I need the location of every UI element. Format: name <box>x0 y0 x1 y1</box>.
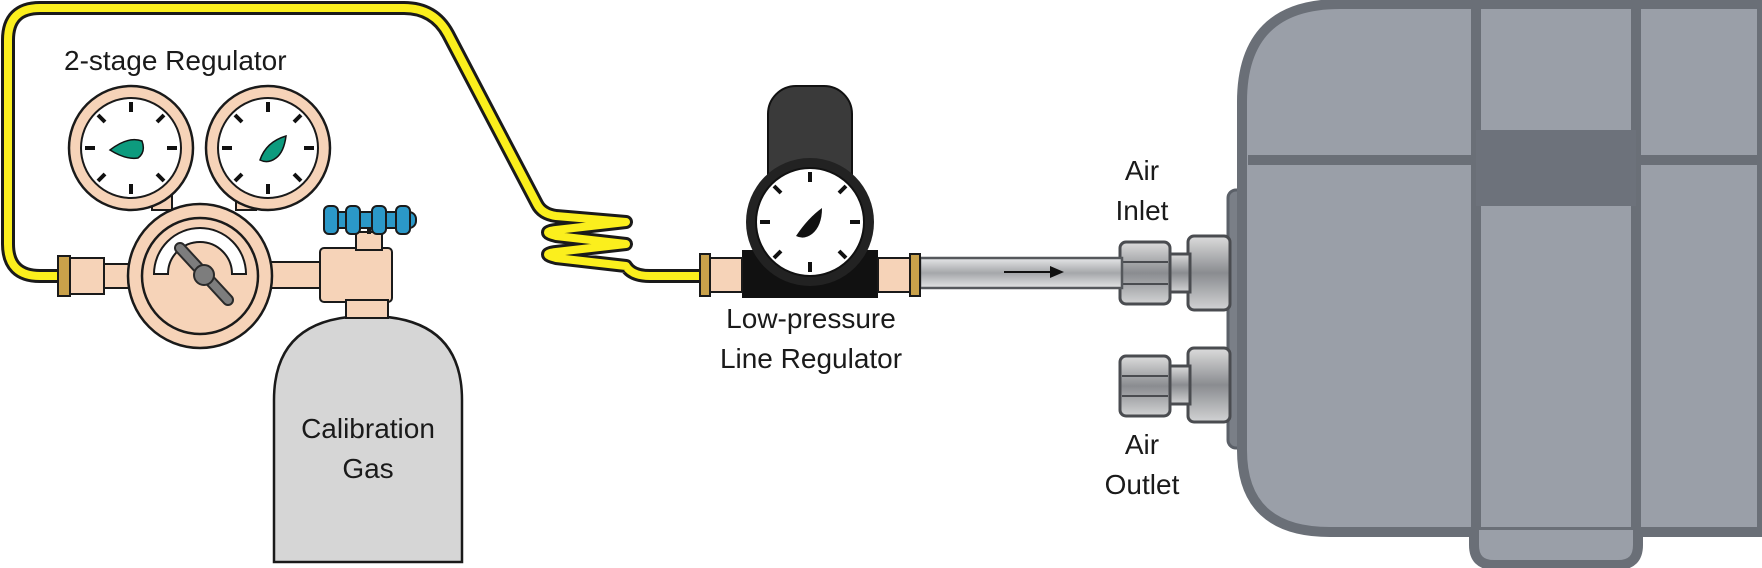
cylinder-label-line1: Calibration <box>301 413 435 444</box>
cylinder-label-line2: Gas <box>342 453 393 484</box>
two-stage-regulator <box>57 84 332 350</box>
cylinder-valve <box>319 205 417 319</box>
steel-tube <box>918 256 1124 290</box>
lp-regulator-label-line1: Low-pressure <box>726 303 896 334</box>
high-pressure-gauge <box>67 84 195 212</box>
air-inlet-label-line2: Inlet <box>1116 195 1169 226</box>
air-inlet-fitting <box>1118 234 1232 312</box>
instrument-body <box>1226 0 1762 568</box>
low-pressure-line-regulator <box>699 85 921 298</box>
air-inlet-label-line1: Air <box>1125 155 1159 186</box>
yellow-tubing <box>1 1 709 283</box>
lp-regulator-label-line2: Line Regulator <box>720 343 902 374</box>
gauge-needle-icon <box>108 138 145 160</box>
air-outlet-label-line2: Outlet <box>1105 469 1180 500</box>
arrow-right-icon <box>1050 266 1064 278</box>
two-stage-regulator-label: 2-stage Regulator <box>64 45 287 76</box>
low-pressure-gauge <box>204 84 332 212</box>
gauge-needle-icon <box>259 134 287 163</box>
air-outlet-fitting <box>1118 346 1232 424</box>
gauge-needle-icon <box>796 208 822 238</box>
air-outlet-label-line1: Air <box>1125 429 1159 460</box>
